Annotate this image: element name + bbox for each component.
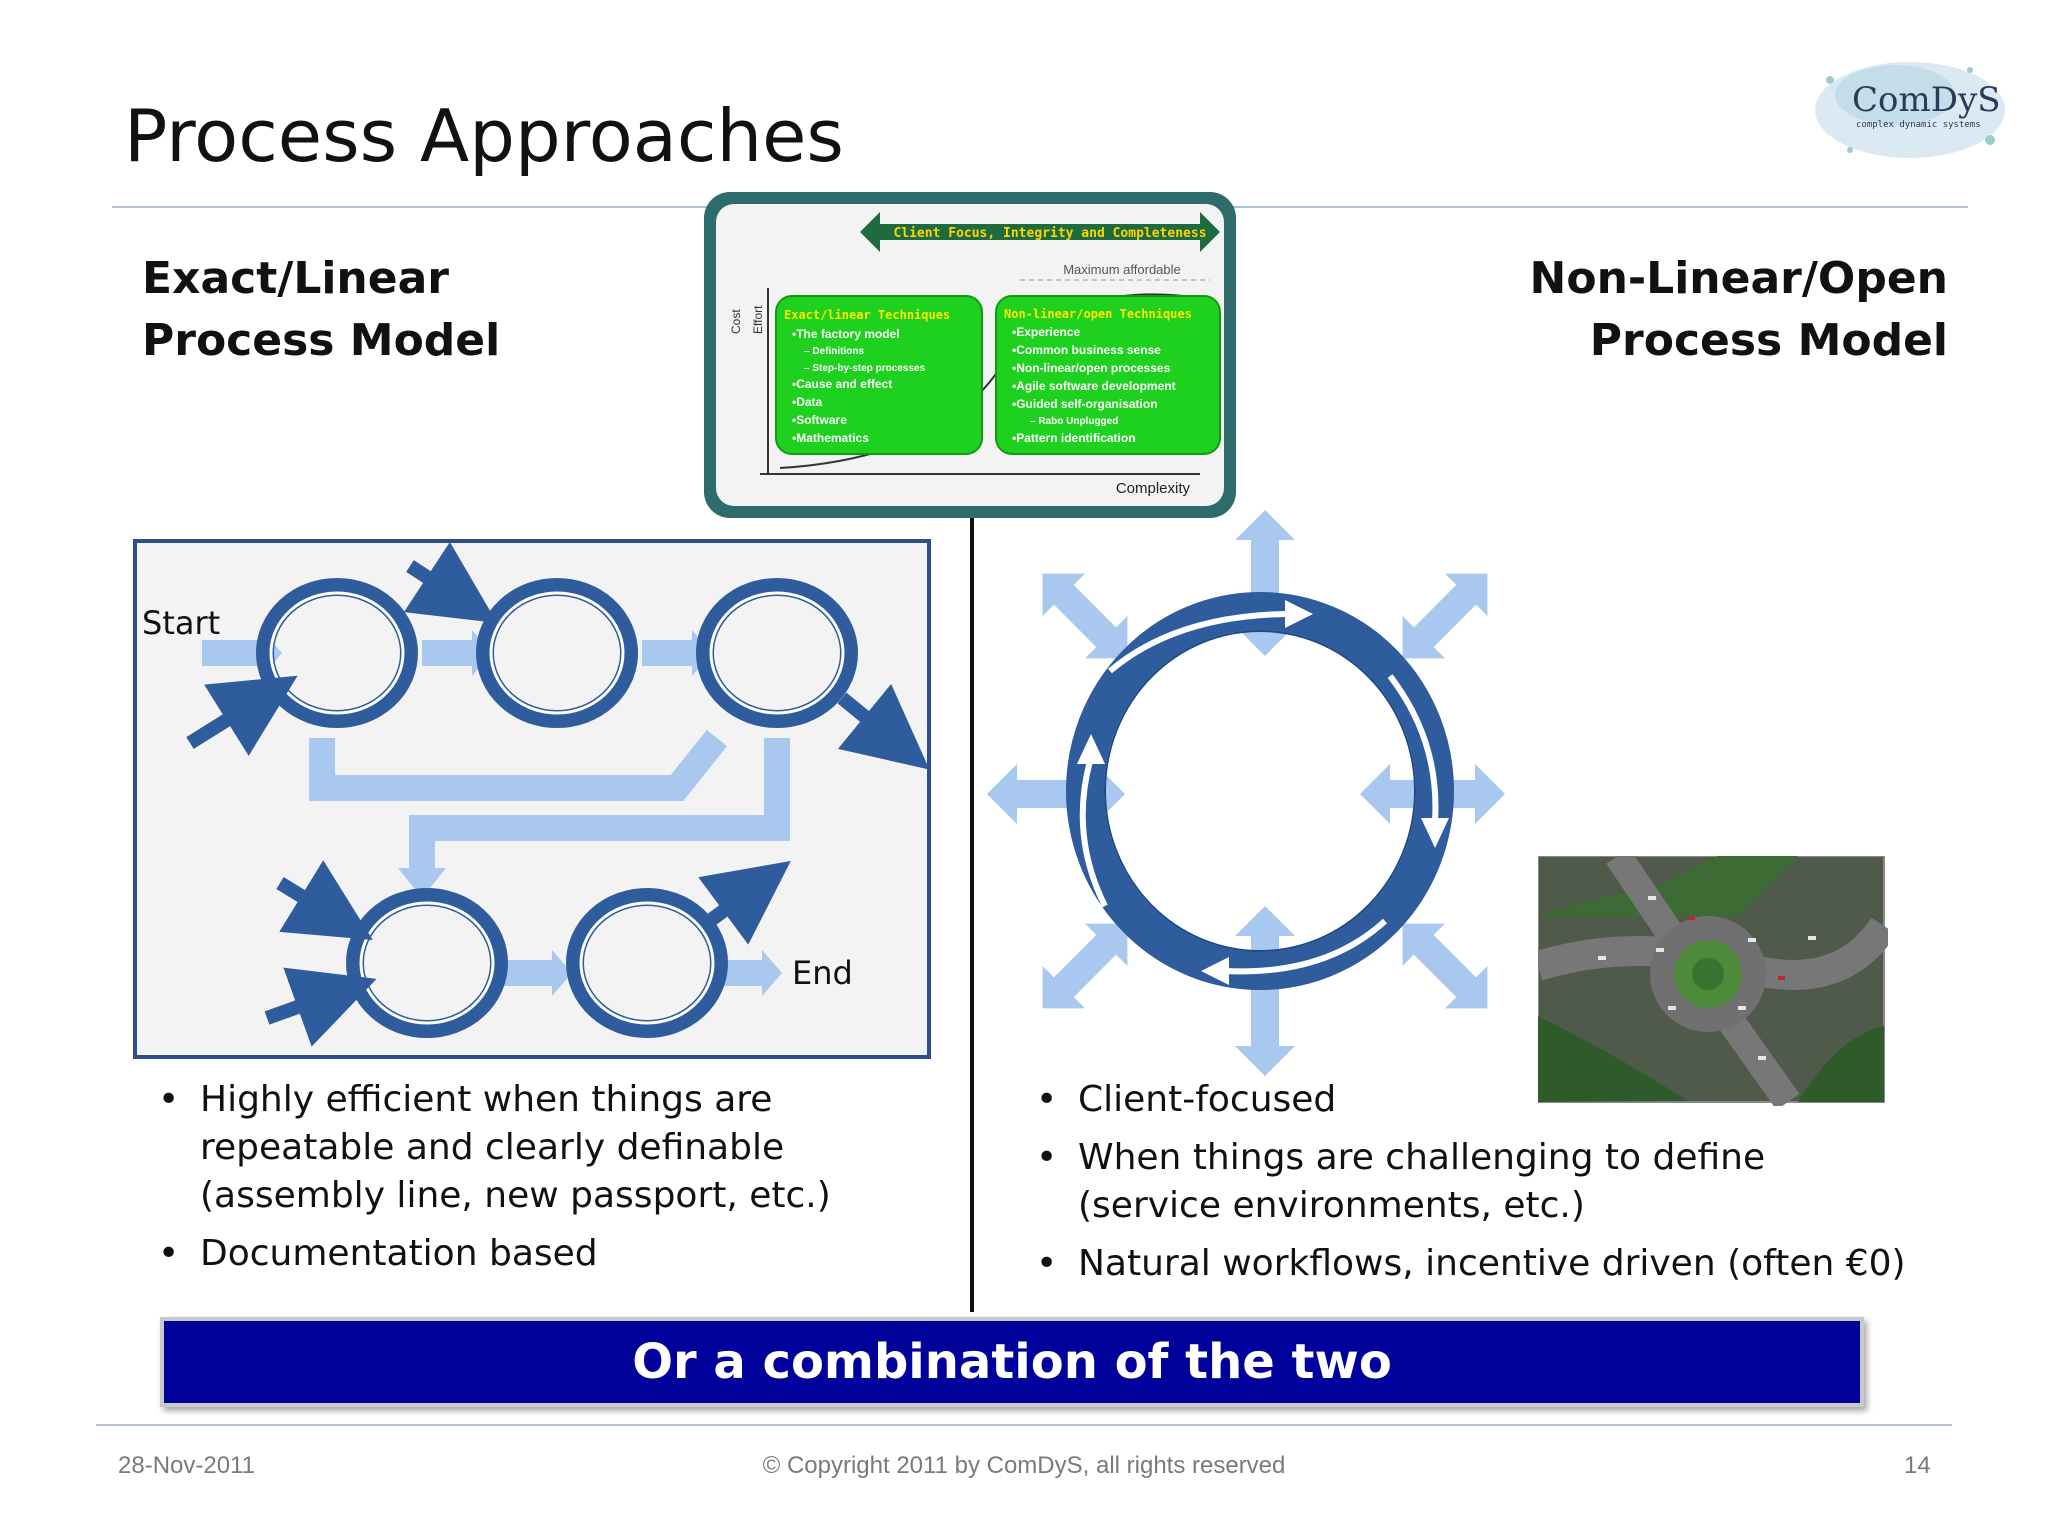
left-heading-line1: Exact/Linear [142,253,449,304]
transition-path [409,738,790,868]
exact-item: •Software [792,413,847,427]
exact-item: – Definitions [804,346,864,357]
process-ring [346,888,508,1038]
exact-item: •The factory model [792,327,900,341]
nonlinear-item: •Guided self-organisation [1012,397,1158,411]
exact-item: •Data [792,395,823,409]
list-item: Documentation based [158,1230,938,1278]
list-item: When things are challenging to define (s… [1036,1134,1916,1230]
nonlinear-box-title: Non-linear/open Techniques [1004,307,1192,321]
footer-copyright: © Copyright 2011 by ComDyS, all rights r… [762,1452,1286,1479]
linear-process-diagram: Start End [133,539,931,1059]
exact-item: •Cause and effect [792,377,892,391]
start-connector [202,640,262,666]
feedback-path [309,729,728,801]
logo-name: ComDyS [1852,80,2001,120]
process-ring [256,578,418,728]
right-bullet-list: Client-focused When things are challengi… [1036,1076,1916,1298]
connector [502,960,552,986]
process-ring [476,578,638,728]
end-label: End [792,954,853,992]
left-heading: Exact/Linear Process Model [142,248,500,372]
nonlinear-item: – Rabo Unplugged [1030,416,1118,427]
input-arrow [264,967,377,1047]
nonlinear-process-diagram [987,510,1505,1076]
roundabout-photo [1538,856,1888,1106]
nonlinear-item: •Agile software development [1012,379,1176,393]
exact-item: – Step-by-step processes [804,363,926,374]
bidirectional-arrow [1402,923,1488,1009]
start-label: Start [142,604,220,642]
right-heading-line1: Non-Linear/Open [1529,253,1948,304]
right-heading: Non-Linear/Open Process Model [1530,248,1948,372]
left-heading-line2: Process Model [142,315,501,366]
output-arrow [698,861,791,945]
nonlinear-item: •Common business sense [1012,343,1161,357]
input-arrow [403,541,498,623]
double-arrow-shape [860,212,1220,252]
footer-divider [96,1424,1952,1426]
input-arrow [276,860,373,940]
connector [422,640,472,666]
nonlinear-item: •Experience [1012,325,1081,339]
bidirectional-arrow [1235,510,1295,656]
y-label-cost: Cost [729,309,743,334]
bidirectional-arrow [1042,923,1128,1009]
exact-item: •Mathematics [792,431,869,445]
page-number: 14 [1904,1452,1931,1479]
flow-arrow [1224,918,1388,975]
flow-arrow [1108,611,1286,674]
list-item: Highly efficient when things are repeata… [158,1076,938,1220]
footer-date: 28-Nov-2011 [118,1452,255,1479]
bidirectional-arrow [1402,573,1488,659]
slide-title: Process Approaches [124,94,844,178]
y-label-effort: Effort [751,305,765,334]
end-connector [722,960,762,986]
bidirectional-arrow [987,764,1125,824]
arrow-label: Client Focus, Integrity and Completeness [893,226,1206,241]
process-ring [696,578,858,728]
output-arrow [837,683,930,770]
x-label: Complexity [1116,480,1191,497]
exact-box-title: Exact/linear Techniques [784,308,950,322]
max-affordable-label: Maximum affordable [1063,262,1181,277]
bidirectional-arrow [1235,906,1295,1076]
nonlinear-item: •Pattern identification [1012,431,1136,445]
connector [642,640,692,666]
exact-techniques-box [775,295,983,455]
list-item: Client-focused [1036,1076,1916,1124]
flow-arrow [1079,760,1108,908]
logo-tagline: complex dynamic systems [1856,120,1981,130]
flow-arrow [1387,674,1439,822]
left-bullet-list: Highly efficient when things are repeata… [158,1076,938,1288]
process-ring [566,888,728,1038]
nonlinear-techniques-box [995,295,1221,455]
right-heading-line2: Process Model [1589,315,1948,366]
nonlinear-item: •Non-linear/open processes [1012,361,1171,375]
down-arrowhead [398,868,446,898]
logo-splash-graphic [1815,62,2005,158]
combination-banner: Or a combination of the two [160,1317,1864,1407]
bidirectional-arrow [1042,573,1128,659]
complexity-inset-chart: Client Focus, Integrity and Completeness… [704,192,1236,518]
center-divider [970,515,974,1312]
list-item: Natural workflows, incentive driven (oft… [1036,1240,1916,1288]
comdys-logo: ComDyS complex dynamic systems [1800,40,2010,170]
input-arrow [186,675,298,756]
